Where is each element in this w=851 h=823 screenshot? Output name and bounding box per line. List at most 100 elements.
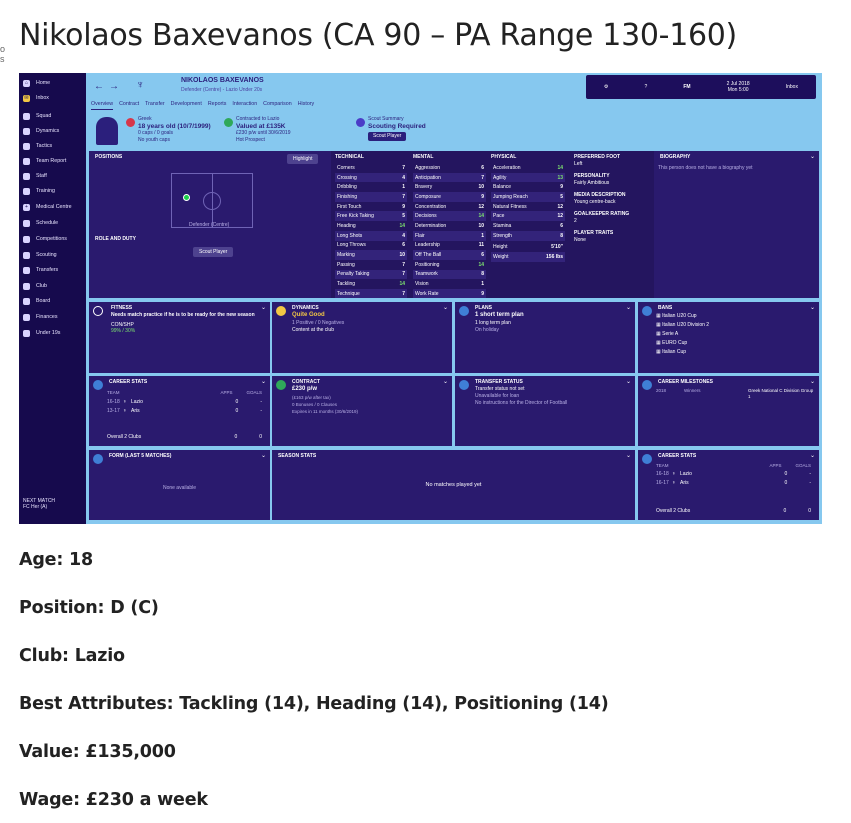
chevron-down-icon[interactable]: ⌄ — [625, 453, 631, 459]
tab-comparison[interactable]: Comparison — [263, 101, 292, 107]
sidebar-item-under-19s[interactable]: Under 19s — [19, 327, 86, 339]
chevron-down-icon[interactable]: ⌄ — [260, 305, 266, 311]
sidebar-item-staff[interactable]: Staff — [19, 170, 86, 182]
tab-transfer[interactable]: Transfer — [145, 101, 165, 107]
sidebar-item-schedule[interactable]: Schedule — [19, 217, 86, 229]
chevron-down-icon[interactable]: ⌄ — [809, 154, 815, 160]
career-stats-panel[interactable]: CAREER STATS ⌄ TEAM APPS GOALS 16-18♆Laz… — [89, 376, 270, 446]
chevron-down-icon[interactable]: ⌄ — [809, 453, 815, 459]
sidebar-item-competitions[interactable]: Competitions — [19, 233, 86, 245]
highlight-dropdown[interactable]: Highlight — [287, 154, 319, 164]
next-match[interactable]: NEXT MATCH FC Her (A) — [23, 498, 56, 510]
chevron-down-icon[interactable]: ⌄ — [625, 305, 631, 311]
sidebar-item-squad[interactable]: Squad — [19, 110, 86, 122]
chevron-down-icon[interactable]: ⌄ — [809, 305, 815, 311]
sidebar-item-scouting[interactable]: Scouting — [19, 249, 86, 261]
tab-contract[interactable]: Contract — [119, 101, 140, 107]
sidebar-item-transfers[interactable]: Transfers — [19, 264, 86, 276]
chevron-down-icon[interactable]: ⌄ — [260, 453, 266, 459]
sidebar-item-inbox[interactable]: ✉Inbox — [23, 94, 49, 102]
chevron-down-icon[interactable]: ⌄ — [260, 379, 266, 385]
sidebar-item-board[interactable]: Board — [19, 295, 86, 307]
chevron-down-icon[interactable]: ⌄ — [442, 305, 448, 311]
gear-icon[interactable]: ⚙ — [604, 84, 609, 90]
sidebar-item-home[interactable]: ⌂Home — [23, 79, 51, 87]
form-panel[interactable]: FORM (LAST 5 MATCHES) ⌄ None available — [89, 450, 270, 520]
tab-interaction[interactable]: Interaction — [232, 101, 258, 107]
sidebar-item-team-report[interactable]: Team Report — [19, 155, 86, 167]
season-stats-panel[interactable]: SEASON STATS ⌄ No matches played yet — [272, 450, 635, 520]
attribute-name: Passing — [337, 261, 355, 268]
nav-arrows[interactable]: ←→ — [94, 81, 124, 92]
sidebar-item-medical-centre[interactable]: +Medical Centre — [19, 201, 86, 213]
career-stats-panel-2[interactable]: CAREER STATS ⌄ TEAM APPS GOALS 16-18♆Laz… — [638, 450, 819, 520]
tab-reports[interactable]: Reports — [207, 101, 227, 107]
inbox-continue-button[interactable]: Inbox — [785, 84, 798, 90]
transfer-status-panel[interactable]: TRANSFER STATUS ⌄ Transfer status not se… — [455, 376, 635, 446]
sidebar-item-tactics[interactable]: Tactics — [19, 140, 86, 152]
fitness-panel[interactable]: FITNESS ⌄ Needs match practice if he is … — [89, 302, 270, 373]
scout-player-button-2[interactable]: Scout Player — [193, 247, 234, 257]
tab-overview[interactable]: Overview — [91, 101, 114, 110]
chevron-down-icon[interactable]: ⌄ — [442, 379, 448, 385]
career-milestones-panel[interactable]: CAREER MILESTONES ⌄ 2018 Winners Greek N… — [638, 376, 819, 446]
help-icon[interactable]: ? — [644, 84, 648, 90]
sidebar-item-finances[interactable]: Finances — [19, 311, 86, 323]
tab-history[interactable]: History — [297, 101, 315, 107]
bans-panel[interactable]: BANS ⌄ ▦ Italian U20 Cup▦ Italian U20 Di… — [638, 302, 819, 373]
sidebar-item-club[interactable]: Club — [19, 280, 86, 292]
team-icon — [23, 329, 30, 337]
scout-player-button[interactable]: Scout Player — [368, 132, 407, 141]
dynamics-panel[interactable]: DYNAMICS ⌄ Quite Good 1 Positive / 0 Neg… — [272, 302, 452, 373]
plans-panel[interactable]: PLANS ⌄ 1 short term plan 1 long term pl… — [455, 302, 635, 373]
tab-development[interactable]: Development — [170, 101, 202, 107]
training-icon — [23, 187, 30, 195]
chevron-down-icon[interactable]: ⌄ — [625, 379, 631, 385]
sidebar-item-dynamics[interactable]: Dynamics — [19, 125, 86, 137]
sidebar-item-training[interactable]: Training — [19, 185, 86, 197]
chevron-down-icon[interactable]: ⌄ — [809, 379, 815, 385]
contract-panel[interactable]: CONTRACT ⌄ £230 p/w (£163 p/w after tax)… — [272, 376, 452, 446]
